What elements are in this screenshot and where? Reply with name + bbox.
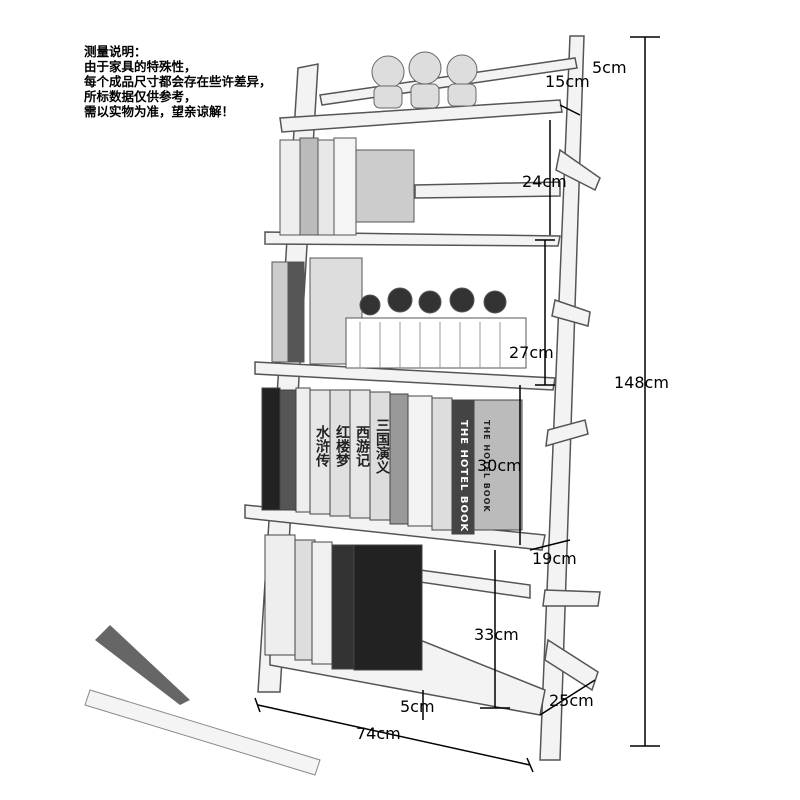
books-bottom [264,534,423,671]
dim-top-rail: 15cm [545,72,590,91]
dim-shelf4-gap: 33cm [474,625,519,644]
note-line: 需以实物为准，望亲谅解！ [84,104,235,119]
right-rail [539,35,585,761]
dimension-lines [254,36,660,773]
pencil-ruler-decoration [84,625,321,776]
dim-width: 74cm [356,724,401,743]
book-spine-title: THE HOTEL BOOK [458,420,469,533]
book-cover-title: THE HOTEL BOOK [482,420,491,513]
flower-planter [345,317,527,369]
note-line: 每个成品尺寸都会存在些许差异， [84,74,272,89]
note-line: 测量说明： [84,44,147,59]
shelf-2 [254,361,556,391]
book-title-cn: 西游记 [354,425,370,467]
dim-shelf3-gap: 30cm [477,456,522,475]
dim-top-cap: 5cm [592,58,627,77]
note-line: 所标数据仅供参考， [84,89,197,104]
teddy-bears [371,51,478,109]
dim-shelf2-gap: 27cm [509,343,554,362]
measurement-note: 测量说明： 由于家具的特殊性， 每个成品尺寸都会存在些许差异， 所标数据仅供参考… [84,44,272,119]
book-title-cn: 三国演义 [374,418,390,474]
book-title-cn: 红楼梦 [334,425,350,467]
books-row-3 [261,387,523,535]
books-top [279,137,415,236]
dim-shelf-depth: 19cm [532,549,577,568]
dim-base-depth: 25cm [549,691,594,710]
dim-total-height: 148cm [614,373,669,392]
dim-shelf1-gap: 24cm [522,172,567,191]
books-middle [271,257,527,369]
note-line: 由于家具的特殊性， [84,59,197,74]
book-title-cn: 水浒传 [314,425,330,467]
dim-foot: 5cm [400,697,435,716]
